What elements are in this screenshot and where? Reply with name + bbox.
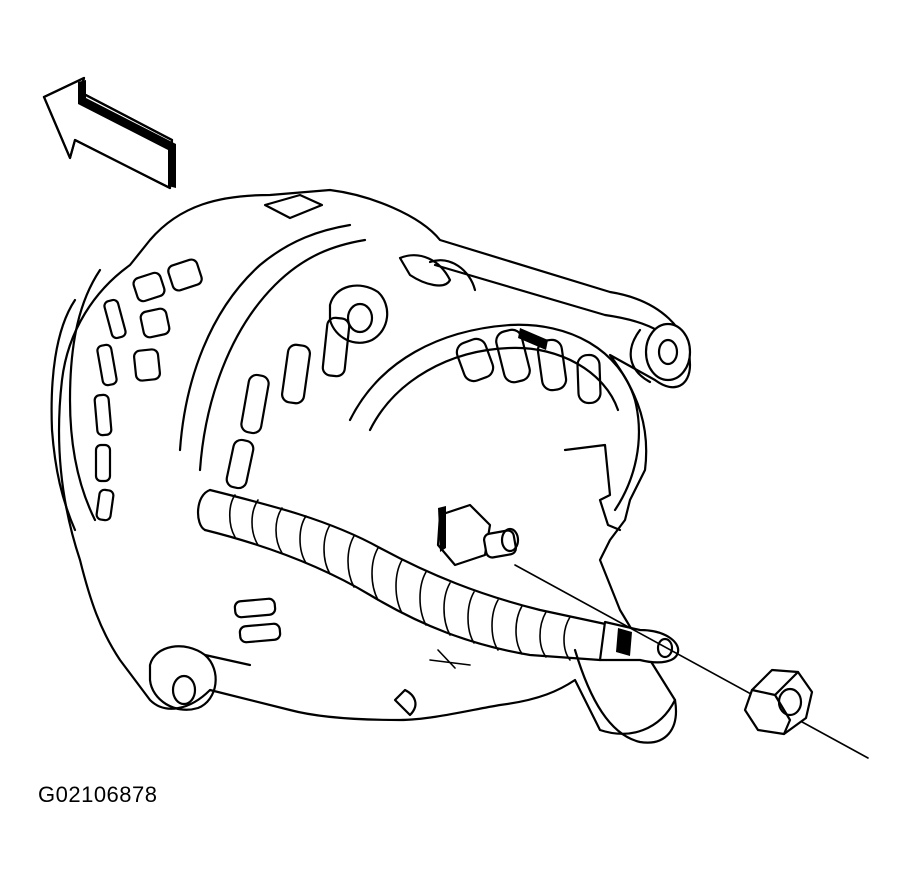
battery-cable-drawing	[197, 488, 869, 759]
rear-vent-slots	[225, 316, 351, 644]
hex-nut-icon	[743, 668, 814, 736]
front-vent-slots	[93, 258, 203, 522]
arrow-left-up-icon	[42, 76, 176, 190]
figure-id-label: G02106878	[38, 782, 158, 807]
output-terminal	[436, 503, 520, 567]
alternator-drawing	[50, 188, 692, 744]
